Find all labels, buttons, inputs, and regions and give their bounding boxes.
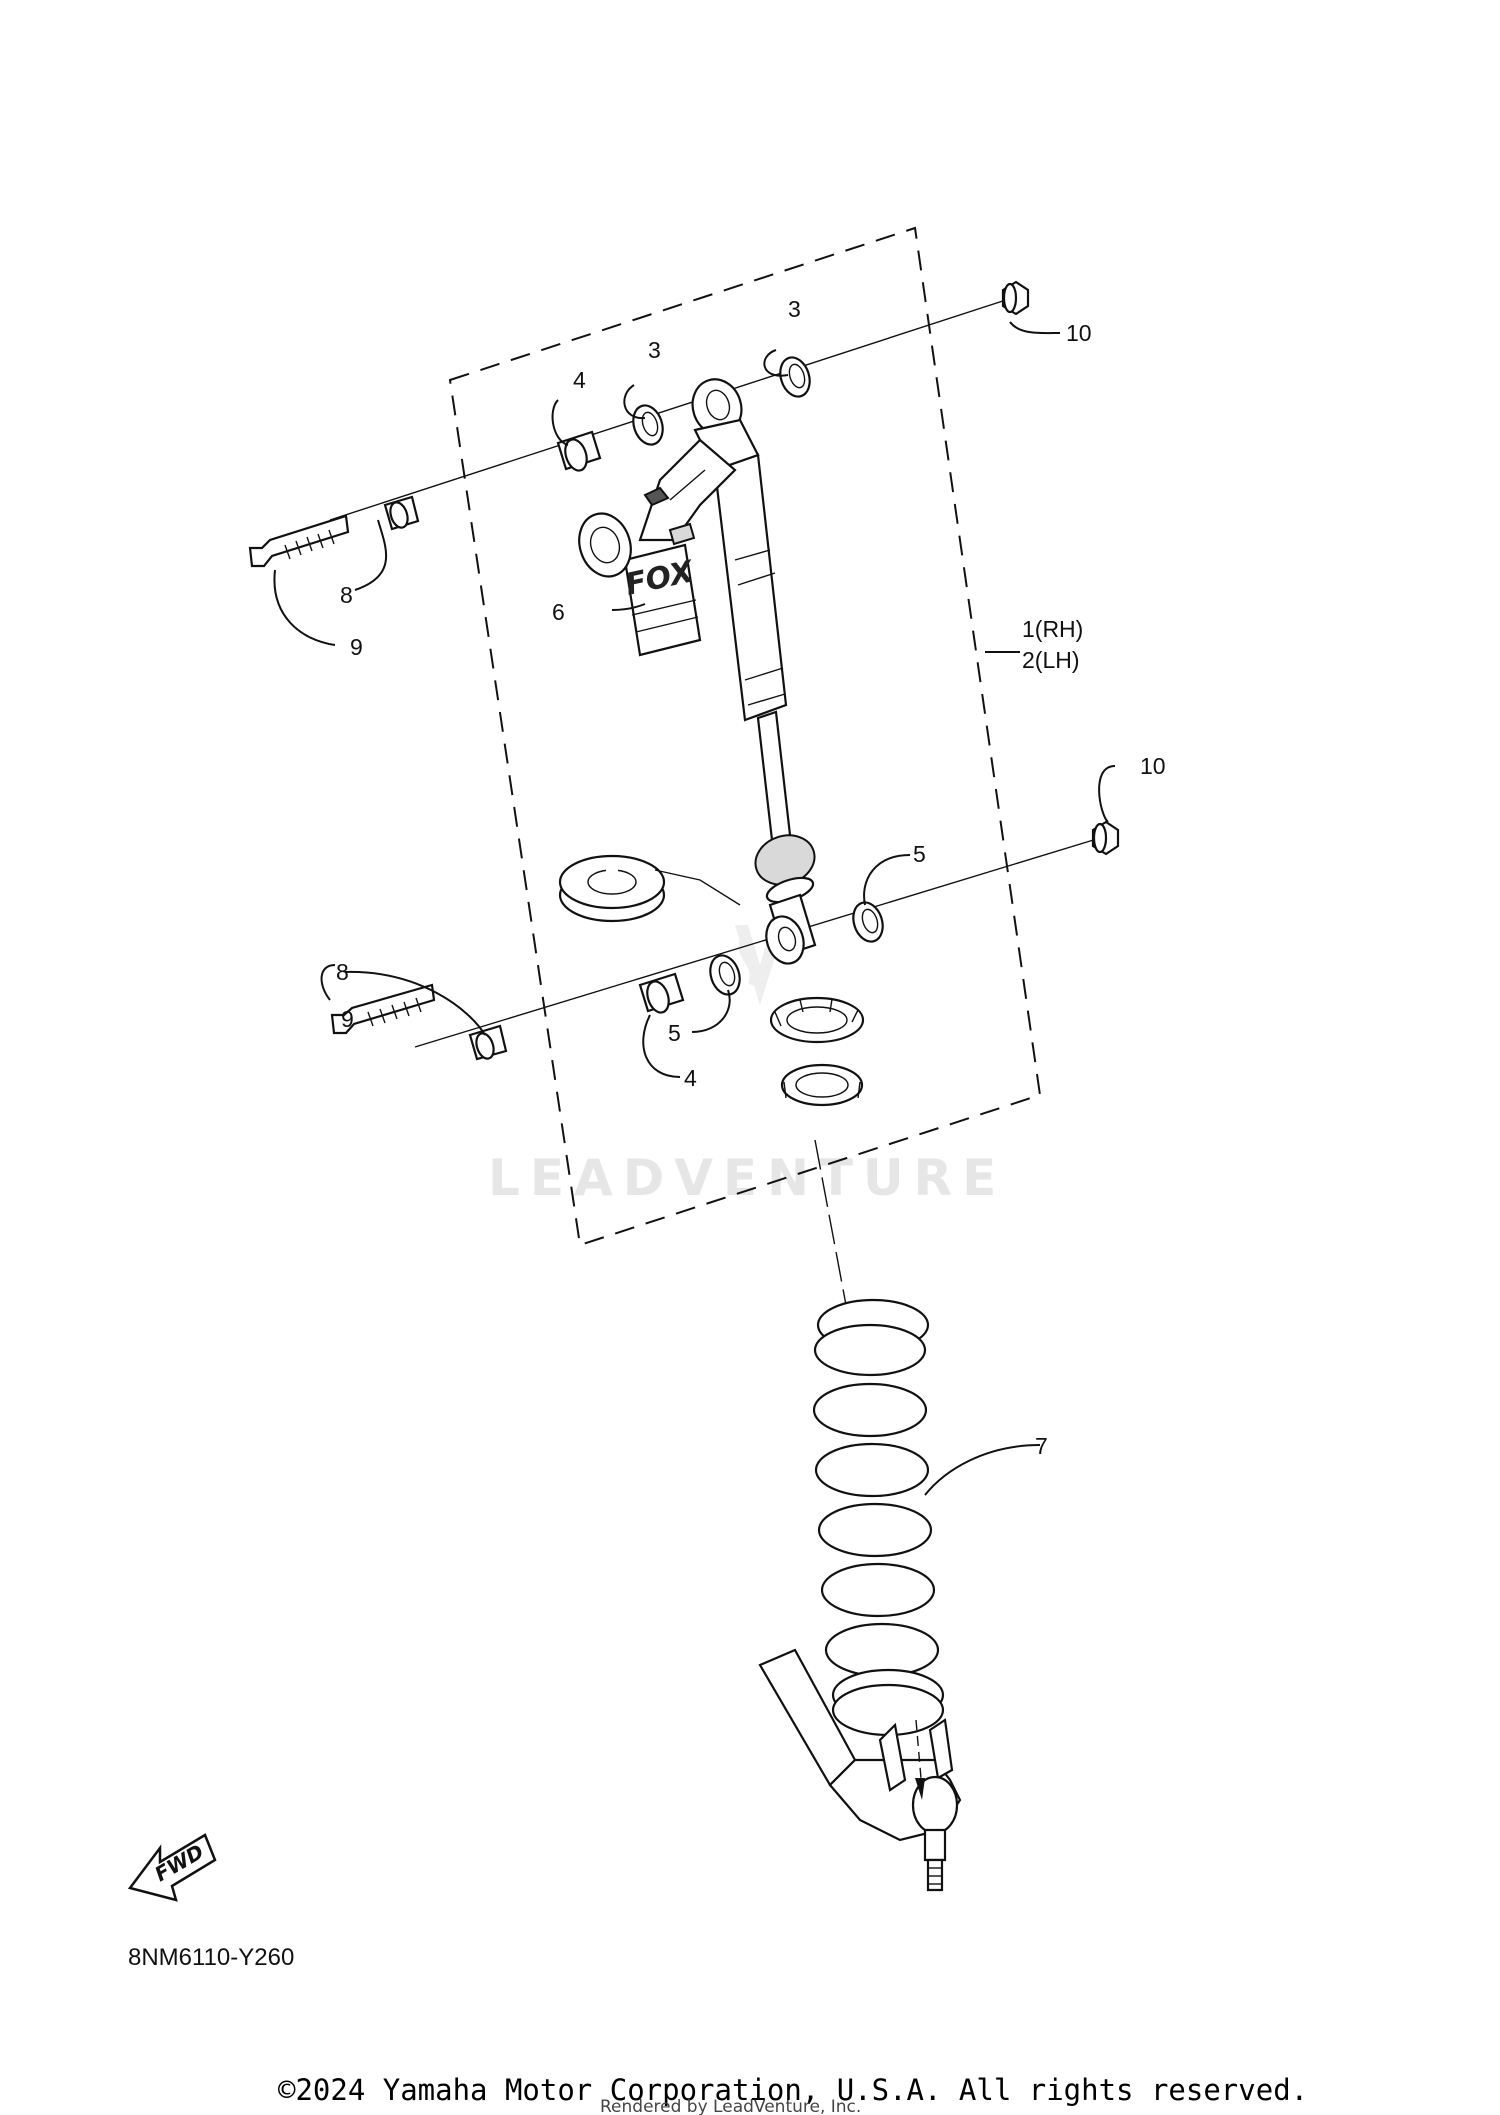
lower-arm-mount [758, 1648, 962, 1892]
upper-bolt [248, 514, 350, 568]
callout-10-upper: 10 [1066, 320, 1092, 346]
label-rh: 1(RH) [1022, 616, 1083, 642]
callout-6: 6 [552, 599, 565, 625]
rendered-by: Rendered by LeadVenture, Inc. [600, 2097, 861, 2115]
assembly-boundary [448, 226, 1042, 1247]
callout-8-upper: 8 [340, 582, 353, 608]
callout-5-outer: 5 [913, 841, 926, 867]
spring-retainer [558, 854, 741, 923]
upper-collar [383, 495, 420, 531]
lower-bolt [330, 983, 436, 1035]
callout-4-lower: 4 [684, 1065, 697, 1091]
lower-outer-collar [852, 901, 884, 943]
upper-axis-line [329, 297, 1013, 521]
callout-10-lower: 10 [1140, 753, 1166, 779]
upper-bushing [556, 430, 602, 472]
callout-4-upper: 4 [573, 367, 586, 393]
callout-3-inner: 3 [648, 337, 661, 363]
lower-bushing [638, 972, 685, 1014]
copyright-notice: ©2024 Yamaha Motor Corporation, U.S.A. A… [278, 2073, 1308, 2107]
lower-collar [468, 1024, 508, 1061]
lower-nut [1091, 820, 1120, 856]
lower-inner-collar [709, 954, 741, 996]
upper-nut [1001, 280, 1030, 316]
adjuster-ring-lower [780, 1063, 864, 1107]
callout-5-inner: 5 [668, 1020, 681, 1046]
lower-axis-line [414, 837, 1101, 1048]
label-lh: 2(LH) [1022, 647, 1080, 673]
adjuster-ring-upper [769, 996, 865, 1044]
fwd-arrow-icon: FWD [127, 1833, 217, 1902]
upper-outer-collar [779, 356, 811, 398]
callout-9-upper: 9 [350, 634, 363, 660]
callout-7: 7 [1035, 1433, 1048, 1459]
leader-lines [273, 321, 1116, 1496]
spring-axis-line [814, 1139, 847, 1306]
callout-3-outer: 3 [788, 296, 801, 322]
callout-9-lower: 9 [341, 1006, 354, 1032]
callouts: 3 3 4 10 8 9 6 10 5 8 9 5 4 7 [336, 296, 1166, 1459]
shock-absorber: FOX [578, 378, 817, 965]
watermark: LEADVENTURE [488, 925, 1006, 1207]
watermark-text: LEADVENTURE [488, 1149, 1006, 1207]
upper-inner-collar [632, 404, 664, 446]
diagram-code: 8NM6110-Y260 [128, 1944, 294, 1971]
coil-spring [812, 1298, 945, 1737]
callout-8-lower: 8 [336, 959, 349, 985]
